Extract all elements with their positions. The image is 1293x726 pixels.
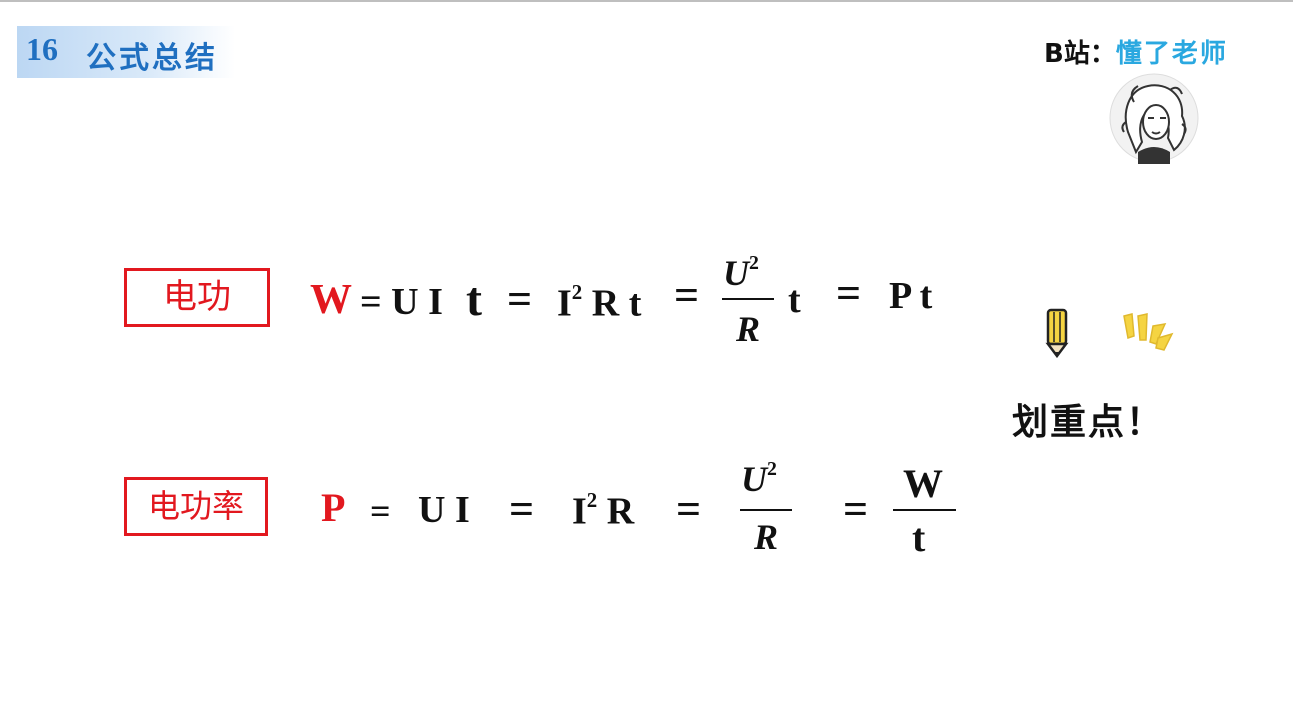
channel-prefix: B站： <box>1044 39 1116 69</box>
work-i2rt: I2 R t <box>557 280 641 326</box>
emphasis-text: 划重点！ <box>1012 402 1165 443</box>
power-frac2-denominator: t <box>912 515 926 560</box>
power-i-exponent: 2 <box>586 488 598 512</box>
power-fraction-bar <box>740 509 792 511</box>
power-i: I <box>572 490 587 533</box>
work-eq-3: = <box>674 271 700 320</box>
emphasis-marks-icon <box>1123 313 1174 351</box>
work-frac-u: U <box>723 253 749 293</box>
power-frac2-numerator: W <box>903 461 943 506</box>
section-number: 16 <box>26 31 58 67</box>
work-eq-ui: = U I <box>360 281 443 323</box>
pencil-icon <box>1045 308 1069 358</box>
section-title: 公式总结 <box>86 41 218 76</box>
work-symbol: W <box>310 277 352 323</box>
power-r: R <box>606 490 635 533</box>
label-electric-work: 电功 <box>124 268 270 327</box>
power-frac-u-exponent: 2 <box>767 458 777 481</box>
work-t-large: t <box>466 273 482 326</box>
channel-name: 懂了老师 <box>1115 39 1228 69</box>
work-pt: P t <box>889 275 933 317</box>
power-i2r: I2 R <box>572 488 634 534</box>
power-fraction2-bar <box>893 509 956 511</box>
power-eq-2: = <box>509 485 535 534</box>
top-border <box>0 0 1293 2</box>
power-eq-1: = <box>370 491 391 531</box>
work-frac-t: t <box>788 279 801 321</box>
label-electric-power: 电功率 <box>124 477 268 536</box>
work-eq-2: = <box>507 275 533 324</box>
work-i-exponent: 2 <box>571 280 583 304</box>
power-frac-denominator: R <box>754 517 779 557</box>
channel-credit: B站：懂了老师 <box>1044 33 1228 70</box>
work-eq-4: = <box>836 269 862 318</box>
title-bar <box>17 26 235 78</box>
power-frac-numerator: U2 <box>741 458 777 500</box>
power-symbol: P <box>321 485 346 530</box>
work-frac-numerator: U2 <box>723 252 759 294</box>
work-rt: R t <box>591 282 642 325</box>
power-ui: U I <box>418 489 470 531</box>
power-frac-u: U <box>741 459 767 499</box>
work-frac-denominator: R <box>736 309 761 349</box>
avatar-icon <box>1109 73 1199 164</box>
power-eq-4: = <box>843 485 869 534</box>
work-i: I <box>557 282 572 325</box>
work-frac-u-exponent: 2 <box>749 252 759 275</box>
work-fraction-bar <box>722 298 774 300</box>
power-eq-3: = <box>676 485 702 534</box>
